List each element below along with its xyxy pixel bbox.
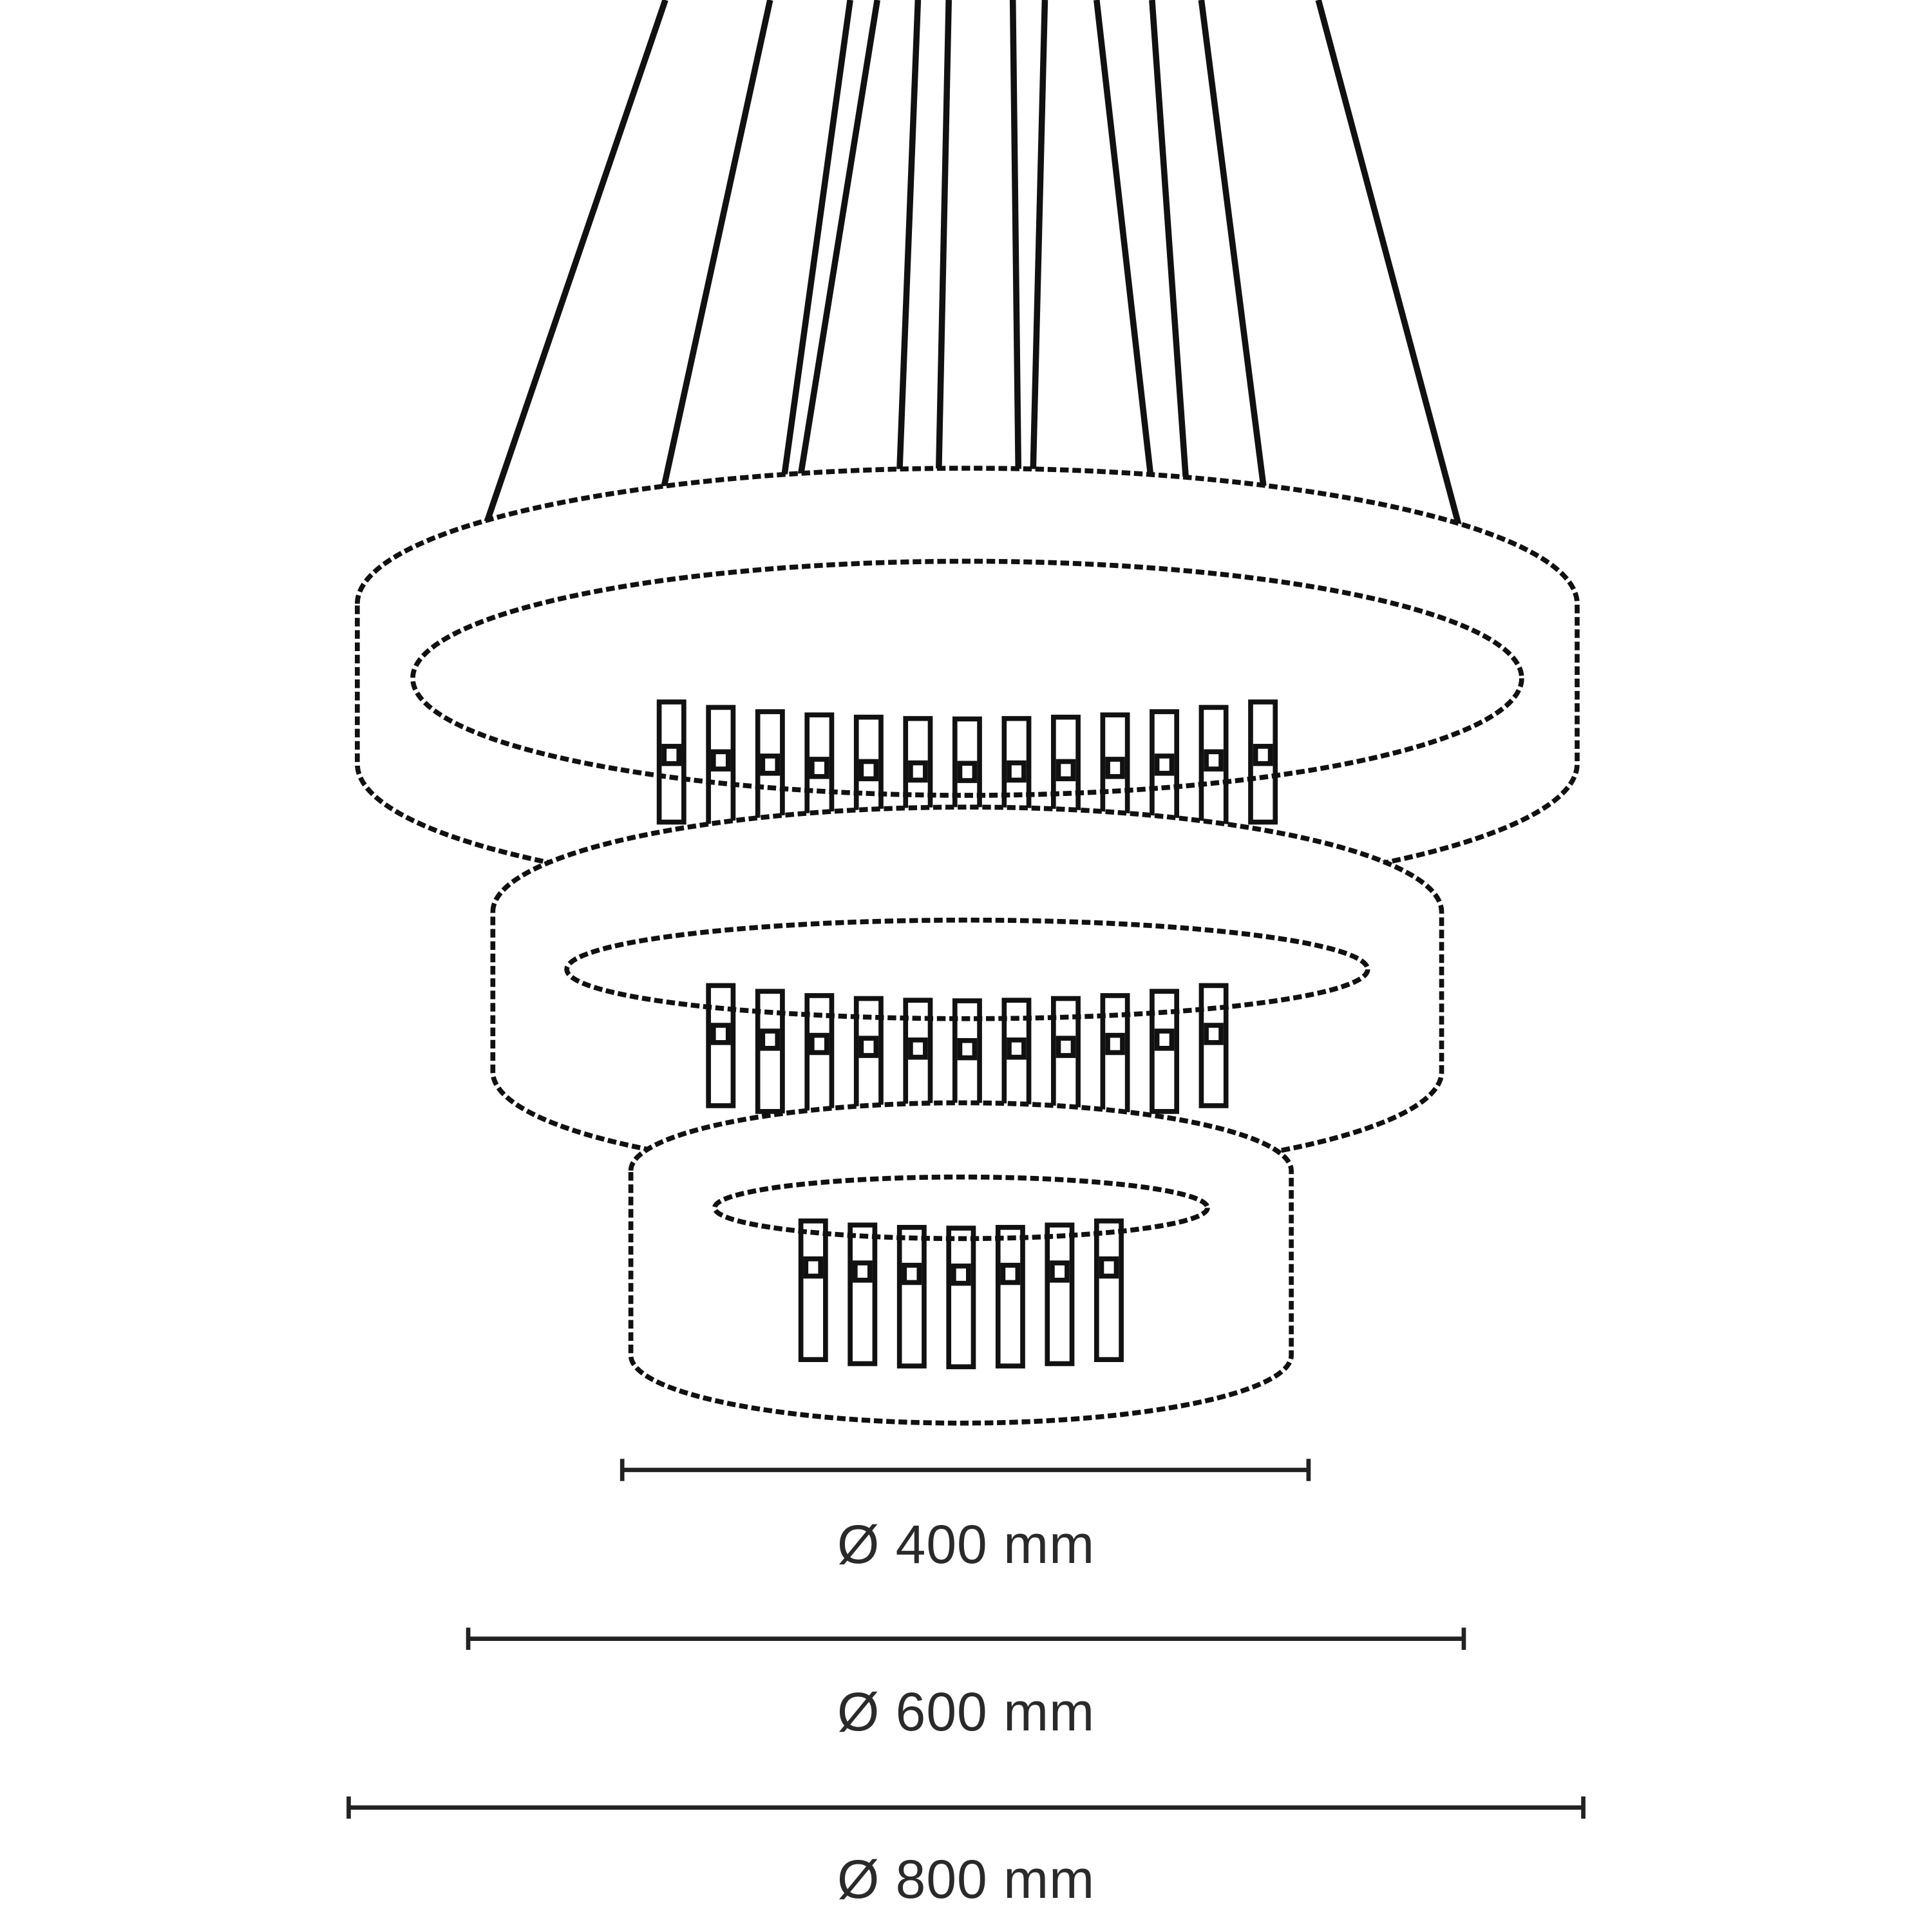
crystal-facet	[760, 753, 781, 776]
crystal-block	[1045, 1222, 1075, 1367]
crystal-facet	[1204, 1023, 1224, 1045]
ring-outline	[628, 1100, 1294, 1426]
crystal-block	[1248, 699, 1278, 825]
crystal-facet	[760, 1028, 781, 1051]
crystal-facet	[661, 744, 682, 766]
crystal-facet	[902, 1262, 922, 1285]
crystal-facet	[1099, 1256, 1119, 1279]
ring-inner-edge	[712, 1174, 1210, 1242]
crystal-facet	[957, 761, 978, 783]
crystal-facet	[710, 1023, 731, 1045]
crystal-block	[946, 1226, 976, 1370]
dimension-lines	[346, 1459, 1586, 1819]
dimension-label-600: Ø 600 mm	[837, 1681, 1095, 1742]
crystal-facet	[908, 1037, 928, 1060]
crystal-facet	[1050, 1260, 1070, 1283]
ring-inner-edge	[564, 917, 1370, 1021]
crystal-block	[1094, 1218, 1124, 1362]
crystal-facet	[1105, 1032, 1125, 1056]
crystal-facet	[1007, 760, 1027, 783]
ring-small	[628, 1100, 1294, 1426]
crystal-block	[896, 1225, 927, 1368]
crystal-facet	[1000, 1262, 1021, 1285]
crystal-facet	[1204, 749, 1224, 772]
crystal-facet	[1154, 1028, 1175, 1051]
crystal-block	[798, 1218, 828, 1362]
crystal-block	[1198, 983, 1229, 1108]
crystal-facet	[957, 1037, 978, 1061]
crystal-rings	[355, 466, 1580, 1426]
crystal-facet	[810, 1032, 829, 1056]
crystal-block	[848, 1222, 878, 1367]
crystal-facet	[1007, 1037, 1027, 1060]
crystal-facet	[710, 749, 731, 772]
crystal-block	[995, 1225, 1025, 1368]
crystal-facet	[908, 760, 928, 783]
crystal-facet	[1056, 759, 1076, 782]
crystal-facet	[1056, 1036, 1076, 1058]
crystal-facet	[852, 1260, 873, 1283]
crystal-block	[1150, 989, 1179, 1114]
crystal-facet	[1253, 744, 1273, 766]
crystal-facet	[803, 1256, 824, 1279]
crystal-block	[656, 699, 687, 825]
crystal-facet	[858, 1036, 879, 1058]
crystal-facet	[810, 757, 829, 779]
crystal-block	[755, 989, 785, 1114]
ring-inner-edge	[410, 558, 1524, 798]
crystal-facet	[1105, 757, 1125, 779]
dimension-label-400: Ø 400 mm	[837, 1514, 1095, 1575]
crystal-facet	[951, 1264, 971, 1286]
dimension-label-800: Ø 800 mm	[837, 1849, 1095, 1909]
crystal-block	[706, 983, 736, 1108]
crystal-facet	[858, 759, 879, 782]
crystal-facet	[1154, 753, 1175, 776]
